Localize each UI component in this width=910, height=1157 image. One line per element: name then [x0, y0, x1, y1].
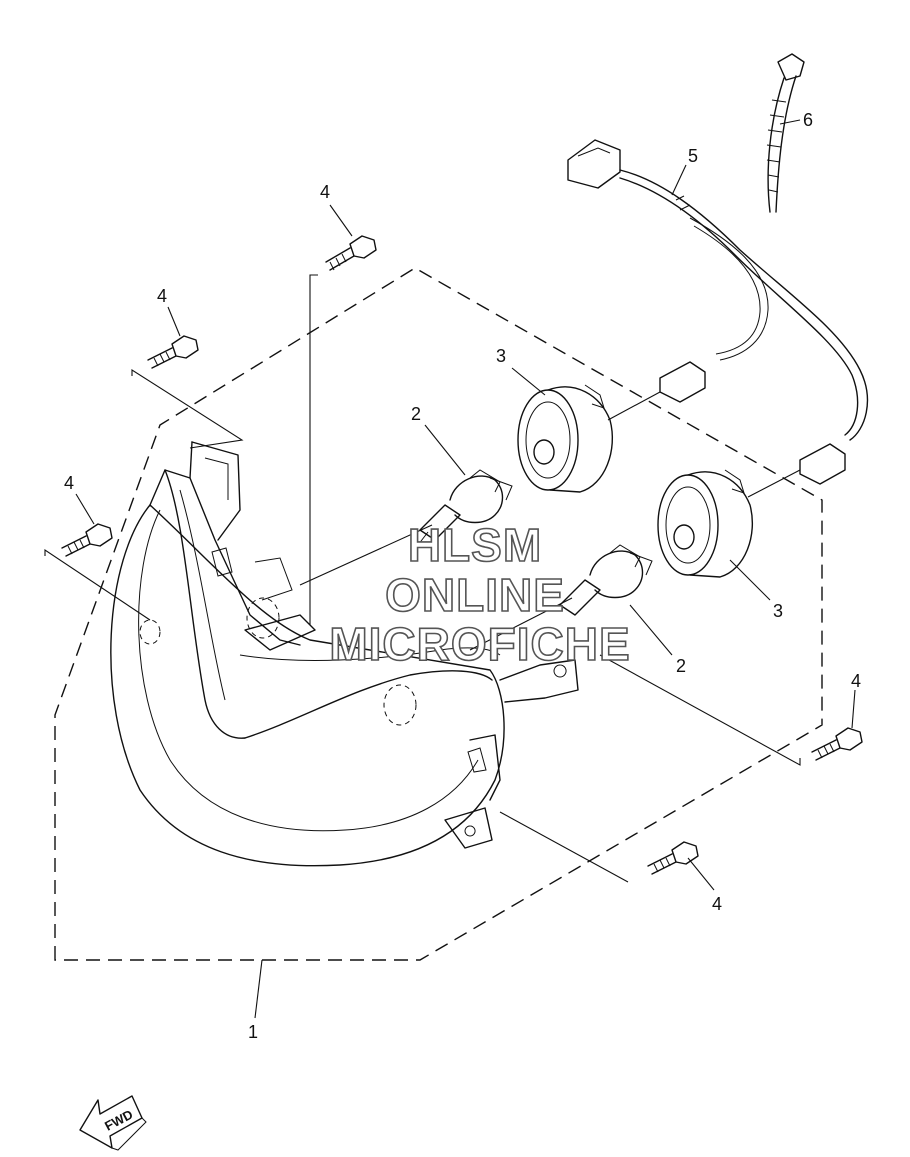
socket-cover-upper — [517, 384, 614, 493]
callout-wire-harness: 5 — [688, 146, 698, 166]
fwd-arrow-icon: FWD — [79, 1095, 147, 1151]
watermark-line-1: HLSM — [408, 519, 542, 571]
assembly-guide-lines — [44, 274, 801, 883]
callout-bolt-right: 4 — [851, 671, 861, 691]
callout-bolt-upper-left: 4 — [157, 286, 167, 306]
wire-harness — [567, 139, 868, 485]
bolt-upper-left — [147, 335, 199, 369]
watermark-line-2: ONLINE — [385, 569, 565, 621]
callout-socket-cover-upper: 3 — [496, 346, 506, 366]
callout-bulb-lower: 2 — [676, 656, 686, 676]
callout-socket-cover-lower: 3 — [773, 601, 783, 621]
assembly-boundary — [54, 267, 823, 961]
watermark: HLSM ONLINE MICROFICHE — [329, 518, 631, 671]
callout-leaders — [75, 119, 856, 1019]
callout-headlight: 1 — [248, 1022, 258, 1042]
bolt-top — [325, 235, 377, 271]
callout-bulb-upper: 2 — [411, 404, 421, 424]
headlight-housing — [110, 441, 579, 867]
callout-bolt-left: 4 — [64, 473, 74, 493]
callout-bolt-bottom: 4 — [712, 894, 722, 914]
bulb-lower — [559, 544, 653, 616]
socket-cover-lower — [657, 469, 754, 578]
callout-cable-tie: 6 — [803, 110, 813, 130]
callout-bolt-top: 4 — [320, 182, 330, 202]
cable-tie — [766, 53, 805, 213]
bolt-bottom — [647, 841, 699, 875]
bolt-left — [61, 523, 113, 557]
bulb-upper — [417, 469, 513, 546]
watermark-line-3: MICROFICHE — [329, 618, 630, 670]
bolt-right — [811, 727, 863, 761]
